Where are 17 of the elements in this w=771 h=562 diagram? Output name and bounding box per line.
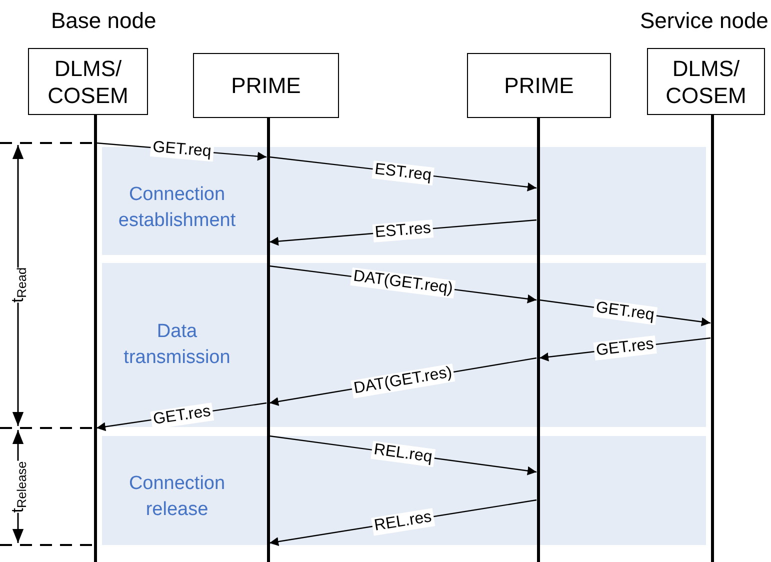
participant-box — [467, 53, 611, 118]
participant-box — [647, 48, 765, 115]
participant-label: DLMS/ COSEM — [46, 54, 130, 108]
participant-box — [28, 48, 148, 115]
lifeline — [266, 118, 270, 562]
phase-label: Connection release — [128, 472, 226, 522]
participant-label: PRIME — [231, 72, 301, 99]
group-title: Base node — [51, 8, 156, 34]
participant-label: DLMS/ COSEM — [664, 54, 748, 108]
group-title: Service node — [640, 8, 768, 34]
lifeline — [536, 118, 540, 562]
participant-box — [193, 53, 339, 118]
phase-label: Data transmission — [122, 320, 232, 370]
lifeline — [94, 115, 96, 562]
lifeline — [710, 115, 714, 562]
participant-label: PRIME — [504, 72, 574, 99]
phase-label: Connection establishment — [117, 183, 237, 233]
